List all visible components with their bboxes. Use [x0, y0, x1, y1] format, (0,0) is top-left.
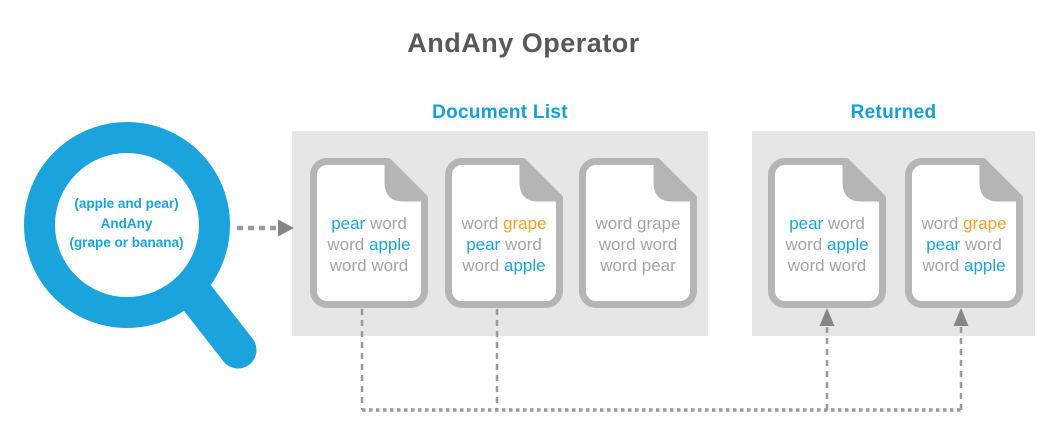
word-token-blue: apple: [963, 256, 1006, 275]
word-token-gray: word: [785, 235, 827, 254]
word-token-blue: pear: [331, 214, 366, 233]
word-token-gray: word: [922, 256, 964, 275]
word-token-gray: word word: [598, 235, 678, 254]
word-token-gray: word grape: [595, 214, 681, 233]
query-line-2: AndAny: [100, 215, 153, 231]
word-token-blue: apple: [503, 256, 546, 275]
diagram-title: AndAny Operator: [407, 28, 640, 58]
word-token-gray: word: [327, 235, 369, 254]
document-text-line: word apple: [768, 234, 886, 255]
query-magnifier: (apple and pear) AndAny (grape or banana…: [9, 114, 269, 380]
document-page-icon: [310, 158, 428, 308]
document-text-line: word word: [310, 255, 428, 276]
document-text-line: pear word: [905, 234, 1023, 255]
returned-heading: Returned: [850, 102, 937, 123]
document-card-3: word grape word word word pear: [579, 158, 697, 308]
document-text-line: word apple: [905, 255, 1023, 276]
document-text-line: pear word: [445, 234, 563, 255]
document-page-icon: [579, 158, 697, 308]
word-token-blue: pear: [926, 235, 961, 254]
word-token-gray: word: [461, 214, 504, 233]
document-text-line: word apple: [445, 255, 563, 276]
word-token-gray: word: [462, 256, 504, 275]
word-token-gray: word word: [329, 256, 409, 275]
query-line-3: (grape or banana): [69, 235, 184, 250]
word-token-gray: word pear: [600, 256, 676, 275]
word-token-blue: pear: [789, 214, 824, 233]
magnifier-icon: [24, 122, 257, 369]
word-token-gray: word word: [787, 256, 867, 275]
document-page-icon: [768, 158, 886, 308]
document-page-icon: [445, 158, 563, 308]
document-text-line: pear word: [768, 213, 886, 234]
document-text-line: word grape: [905, 213, 1023, 234]
word-token-gray: word: [960, 235, 1002, 254]
document-text-line: word word: [768, 255, 886, 276]
word-token-blue: apple: [826, 235, 869, 254]
word-token-orange: grape: [503, 214, 547, 233]
document-text-line: word grape: [579, 213, 697, 234]
document-text: word grape word word word pear: [579, 213, 697, 276]
word-token-gray: word: [500, 235, 542, 254]
query-line-1: (apple and pear): [74, 196, 179, 211]
word-token-blue: apple: [368, 235, 411, 254]
document-page-icon: [905, 158, 1023, 308]
word-token-gray: word: [365, 214, 407, 233]
word-token-gray: word: [921, 214, 964, 233]
document-text-line: word pear: [579, 255, 697, 276]
word-token-gray: word: [823, 214, 865, 233]
document-text-line: word grape: [445, 213, 563, 234]
word-token-orange: grape: [963, 214, 1007, 233]
word-token-blue: pear: [466, 235, 501, 254]
document-text-line: word apple: [310, 234, 428, 255]
document-list-heading: Document List: [432, 102, 568, 123]
document-text-line: pear word: [310, 213, 428, 234]
query-text: (apple and pear) AndAny (grape or banana…: [36, 194, 217, 253]
document-text-line: word word: [579, 234, 697, 255]
